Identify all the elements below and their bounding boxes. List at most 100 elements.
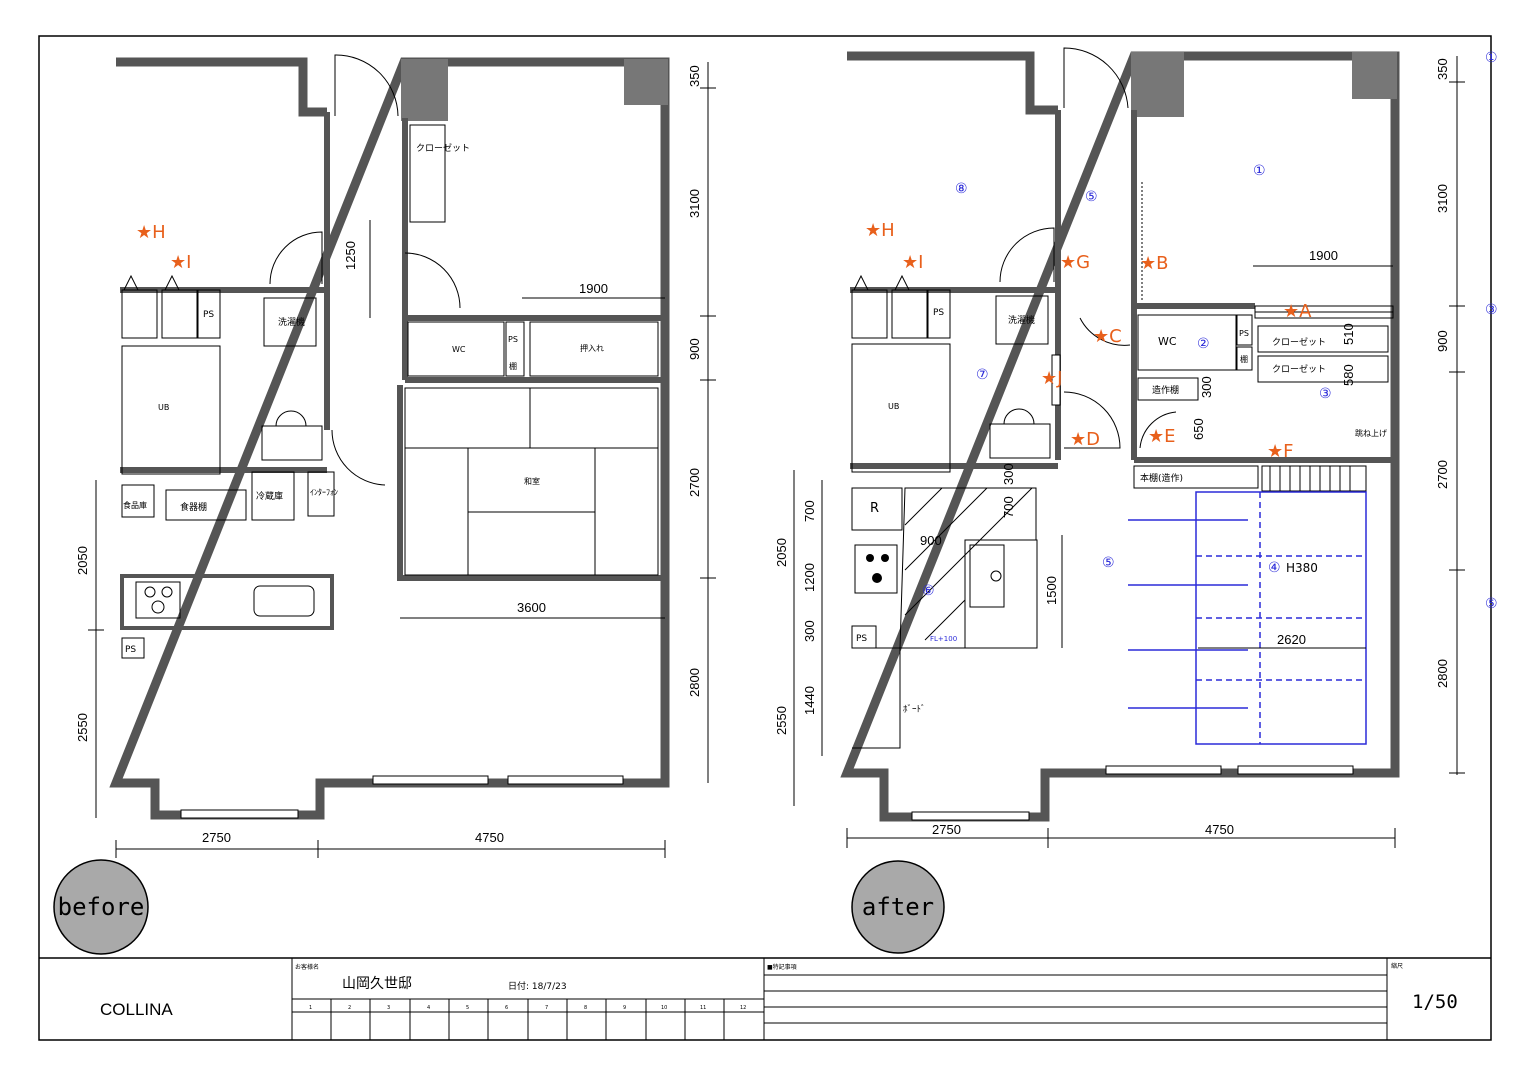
after-closet2 (1257, 355, 1389, 383)
after-washer-box (995, 295, 1049, 345)
after-circle-7: ⑦ (976, 367, 989, 383)
after-dim-3100: 3100 (1435, 184, 1450, 213)
after-dim-300c: 300 (802, 620, 817, 642)
revision-number: 4 (427, 1005, 430, 1011)
after-axis-3: ③ (1485, 302, 1498, 318)
before-washitsu-wall (397, 385, 662, 581)
after-island-sink (969, 544, 1005, 608)
after-label-board: ﾎﾞｰﾄﾞ (903, 704, 926, 715)
after-dim-900r: 900 (1435, 330, 1450, 352)
after-storage-door (1139, 411, 1177, 449)
before-label-food-storage: 食品庫 (123, 500, 147, 510)
before-dim-4750: 4750 (475, 830, 504, 845)
after-label-h380: H380 (1286, 561, 1318, 575)
before-ps-box (197, 289, 221, 339)
sheet-border (38, 35, 1492, 1041)
after-dim-2550: 2550 (774, 706, 789, 735)
after-wash-sink (989, 408, 1051, 459)
before-label-wc-box: 棚 (509, 361, 517, 371)
before-label-dish-shelf: 食器棚 (180, 501, 207, 513)
after-star-j: ★J (1041, 368, 1062, 389)
after-circle-8: ⑧ (955, 181, 968, 197)
before-oshiire (529, 321, 659, 377)
before-plan: クローゼット PS 洗濯機 WC PS 棚 押入れ UB 和室 食品庫 食器棚 … (75, 54, 716, 858)
before-shelf-a (121, 289, 158, 339)
after-window-1 (1105, 765, 1222, 775)
before-label-wc-ps: PS (508, 335, 518, 344)
after-dimension-lines (793, 56, 1465, 848)
after-island (964, 539, 1038, 649)
before-food-storage (121, 484, 155, 518)
after-circle-4: ④ (1268, 560, 1281, 576)
before-stove (135, 581, 181, 619)
after-label-r: R (870, 501, 879, 516)
before-kitchen-counter (120, 574, 334, 630)
after-badge-text: after (862, 893, 934, 921)
after-plan: PS 洗濯機 UB WC PS 棚 クローゼット クローゼット 造作棚 本棚(造… (774, 47, 1498, 848)
before-tatami (404, 387, 659, 576)
before-label-fridge: 冷蔵庫 (256, 490, 283, 502)
after-label-closet2: クローゼット (1272, 363, 1326, 375)
before-badge: before (53, 859, 149, 955)
before-label-ps: PS (203, 310, 214, 320)
before-badge-text: before (58, 893, 145, 921)
before-outer-wall (109, 57, 670, 820)
after-star-b: ★B (1140, 253, 1169, 274)
before-window-3 (180, 809, 299, 819)
before-intercom-box (307, 471, 335, 517)
after-bookshelf (1133, 465, 1259, 489)
after-wc-door (1079, 317, 1131, 346)
after-dim-4750: 4750 (1205, 822, 1234, 837)
before-dim-900: 900 (687, 338, 702, 360)
after-dim-650: 650 (1191, 418, 1206, 440)
after-fridge (851, 487, 903, 531)
after-circle-2: ② (1197, 336, 1210, 352)
after-star-c: ★C (1093, 326, 1122, 347)
revision-number: 7 (545, 1005, 548, 1011)
after-label-washer: 洗濯機 (1008, 314, 1035, 326)
title-block: COLLINA お客様名 山岡久世邸 日付: 18/7/23 ■特記事項 縮尺 … (39, 957, 1491, 1040)
after-shelf-b (891, 289, 928, 339)
after-dim-1900: 1900 (1309, 248, 1338, 263)
before-dim-3600: 3600 (517, 600, 546, 615)
before-label-closet: クローゼット (416, 142, 470, 154)
notes-label: ■特記事項 (767, 963, 797, 971)
after-circle-5b: ⑤ (1102, 555, 1115, 571)
before-label-washer: 洗濯機 (278, 316, 305, 328)
revision-number: 6 (505, 1005, 508, 1011)
after-column-right (1352, 52, 1397, 99)
after-star-a: ★A (1283, 301, 1312, 322)
before-shelf-b (161, 289, 198, 339)
before-window-2 (507, 775, 624, 785)
after-label-ps: PS (933, 308, 944, 318)
after-dim-1500: 1500 (1044, 576, 1059, 605)
before-washer-box (263, 297, 317, 347)
after-stair-steps (1269, 466, 1351, 491)
after-shelf-a (851, 289, 888, 339)
after-dim-2800: 2800 (1435, 659, 1450, 688)
after-label-closet1: クローゼット (1272, 336, 1326, 348)
before-star-i: ★I (170, 252, 191, 273)
after-dim-300a: 300 (1199, 376, 1214, 398)
after-circle-6: ⑥ (922, 583, 935, 599)
before-vents (123, 274, 180, 291)
revision-number: 1 (309, 1005, 312, 1011)
after-ps2-box (851, 625, 877, 649)
after-star-e: ★E (1148, 426, 1176, 447)
before-ldk-door (331, 429, 386, 486)
after-unit-bath (851, 343, 951, 473)
revision-numbers: 1 2 3 4 5 6 7 8 9 10 11 12 (309, 1005, 746, 1011)
before-dim-1250: 1250 (343, 241, 358, 270)
before-label-washitsu: 和室 (524, 476, 540, 486)
before-label-ps2: PS (125, 645, 136, 655)
before-window-1 (372, 775, 489, 785)
before-column-right (624, 59, 668, 105)
after-window-2 (1237, 765, 1354, 775)
after-ldk-door (1063, 391, 1121, 449)
after-dim-510: 510 (1341, 323, 1356, 345)
before-label-wc: WC (452, 345, 466, 354)
after-dim-2050: 2050 (774, 538, 789, 567)
after-star-d: ★D (1070, 429, 1100, 450)
revision-number: 5 (466, 1005, 469, 1011)
after-dim-350: 350 (1435, 58, 1450, 80)
